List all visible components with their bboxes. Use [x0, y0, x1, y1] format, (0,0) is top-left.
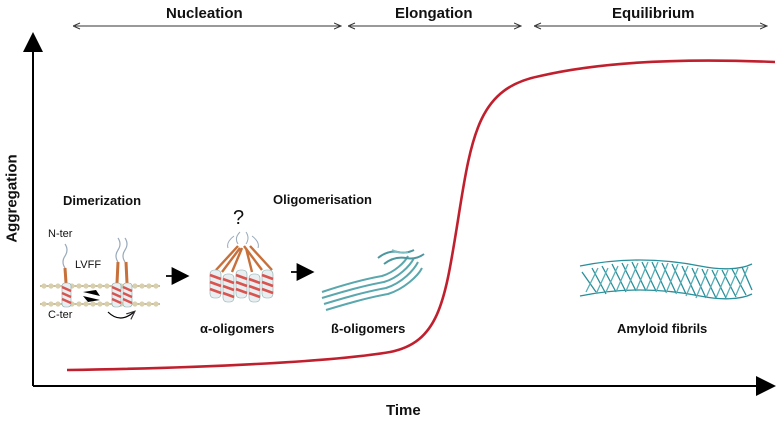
- x-axis-title: Time: [386, 402, 421, 419]
- n-ter-label: N-ter: [48, 228, 73, 240]
- amyloid-fibril-illustration: [579, 259, 753, 300]
- stage-label-dimerization: Dimerization: [63, 193, 142, 208]
- stage-label-amyloid-fibrils: Amyloid fibrils: [617, 321, 708, 336]
- c-ter-label: C-ter: [48, 309, 73, 321]
- stage-label-beta-oligomers: ß-oligomers: [331, 321, 406, 336]
- phase-label-nucleation: Nucleation: [166, 5, 243, 22]
- aggregation-curve: [66, 59, 776, 372]
- y-axis-title: Aggregation: [3, 154, 21, 243]
- lvff-label: LVFF: [75, 259, 102, 271]
- monomer-right: [111, 237, 133, 308]
- equilibrium-arrows: [83, 290, 134, 318]
- membrane-illustration: [40, 283, 160, 307]
- stage-label-alpha-oligomers: α-oligomers: [200, 321, 275, 336]
- beta-oligomer-illustration: [321, 249, 425, 311]
- monomer-left: [61, 243, 72, 308]
- alpha-oligomer-illustration: [209, 231, 274, 303]
- phase-label-equilibrium: Equilibrium: [612, 5, 695, 22]
- phase-label-elongation: Elongation: [395, 5, 473, 22]
- stage-label-oligomerisation: Oligomerisation: [273, 192, 372, 207]
- question-mark: ?: [233, 207, 245, 229]
